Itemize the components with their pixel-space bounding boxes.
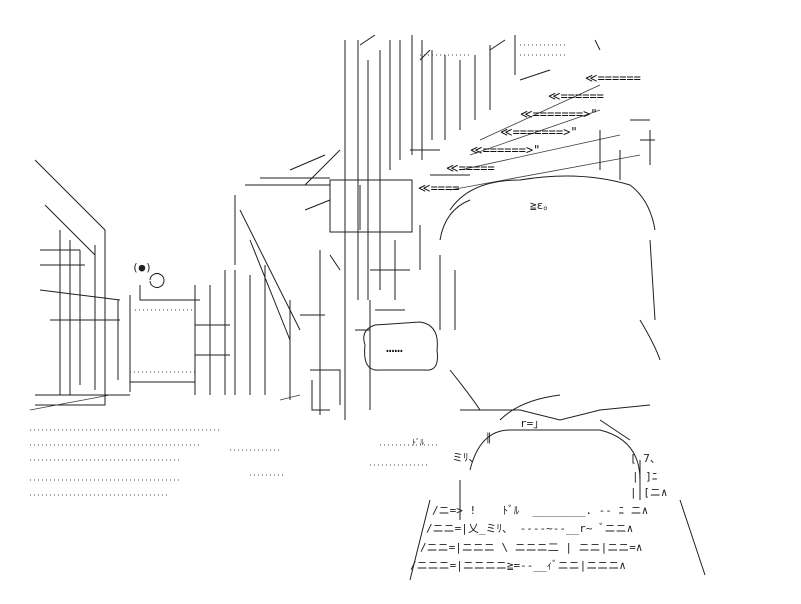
sparkle-mark: ≧ε。 — [530, 199, 555, 212]
symbol-dollar: ﾄﾞﾙ — [412, 438, 424, 447]
arrow-row-2: ≪====== — [548, 89, 604, 103]
symbol-bar: ∥ — [486, 431, 492, 444]
roof-mark-3: | [ニ∧ — [630, 486, 668, 499]
skirt-row-4: /ニニニ=|ニニニニ≧=‐-__ｨﾞニニ|ニニニ∧ — [410, 559, 626, 572]
arrow-row-1: ≪====== — [585, 71, 641, 85]
street-ground — [29, 394, 440, 496]
arrow-row-6: ≪===== — [446, 161, 495, 175]
roof-lines — [449, 39, 655, 191]
skirt-row-1: /ニ=> ! ﾄﾞﾙ ________. -‐ ﾆ ニ∧ — [432, 504, 649, 517]
center-tower — [304, 34, 565, 420]
skirt-row-3: /ニニ=|ニニニ \ ニニニ二 | ニニ|ニニ=∧ — [420, 541, 643, 554]
arrow-row-3: ≪=======>" — [520, 107, 598, 121]
roof-mark-1: [ 7、 — [630, 452, 661, 465]
skirt-row-2: /ニニ=|乂_ミﾘ、 ‐‐‐‐~‐‐__r~ ﾞニニ∧ — [426, 522, 634, 535]
arrow-row-4: ≪=======>" — [500, 125, 578, 139]
arrow-row-7: ≪==== — [418, 181, 460, 195]
left-buildings — [34, 154, 341, 415]
roof-mark-2: | ]ﾆ — [632, 470, 658, 483]
speech-text: …… — [386, 340, 403, 356]
symbol-mirir: ミﾘ、 — [452, 451, 480, 464]
character-figure — [409, 175, 706, 581]
eyes-mark: (●) — [132, 261, 152, 274]
speech-bubble — [363, 321, 438, 371]
arrow-row-5: ≪======>" — [470, 143, 541, 157]
symbol-r: r=」 — [520, 417, 545, 430]
